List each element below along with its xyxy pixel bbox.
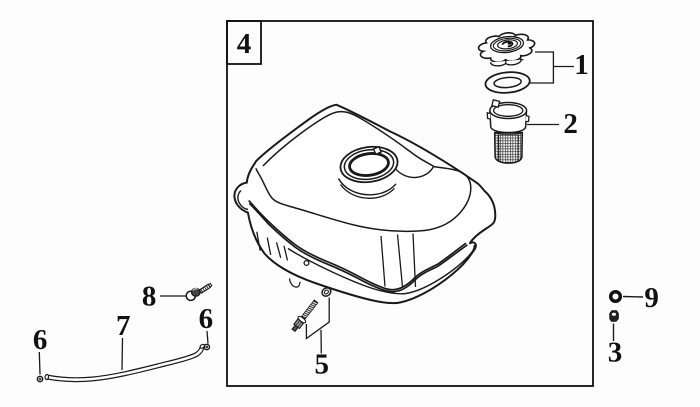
svg-text:6: 6 [199, 303, 214, 335]
svg-text:6: 6 [33, 324, 48, 356]
svg-text:3: 3 [608, 337, 623, 369]
svg-text:1: 1 [574, 49, 589, 81]
svg-text:8: 8 [142, 281, 157, 313]
svg-text:9: 9 [644, 282, 659, 314]
svg-text:2: 2 [563, 108, 578, 140]
svg-text:4: 4 [237, 28, 252, 60]
svg-text:5: 5 [315, 348, 330, 380]
svg-text:7: 7 [116, 310, 131, 342]
